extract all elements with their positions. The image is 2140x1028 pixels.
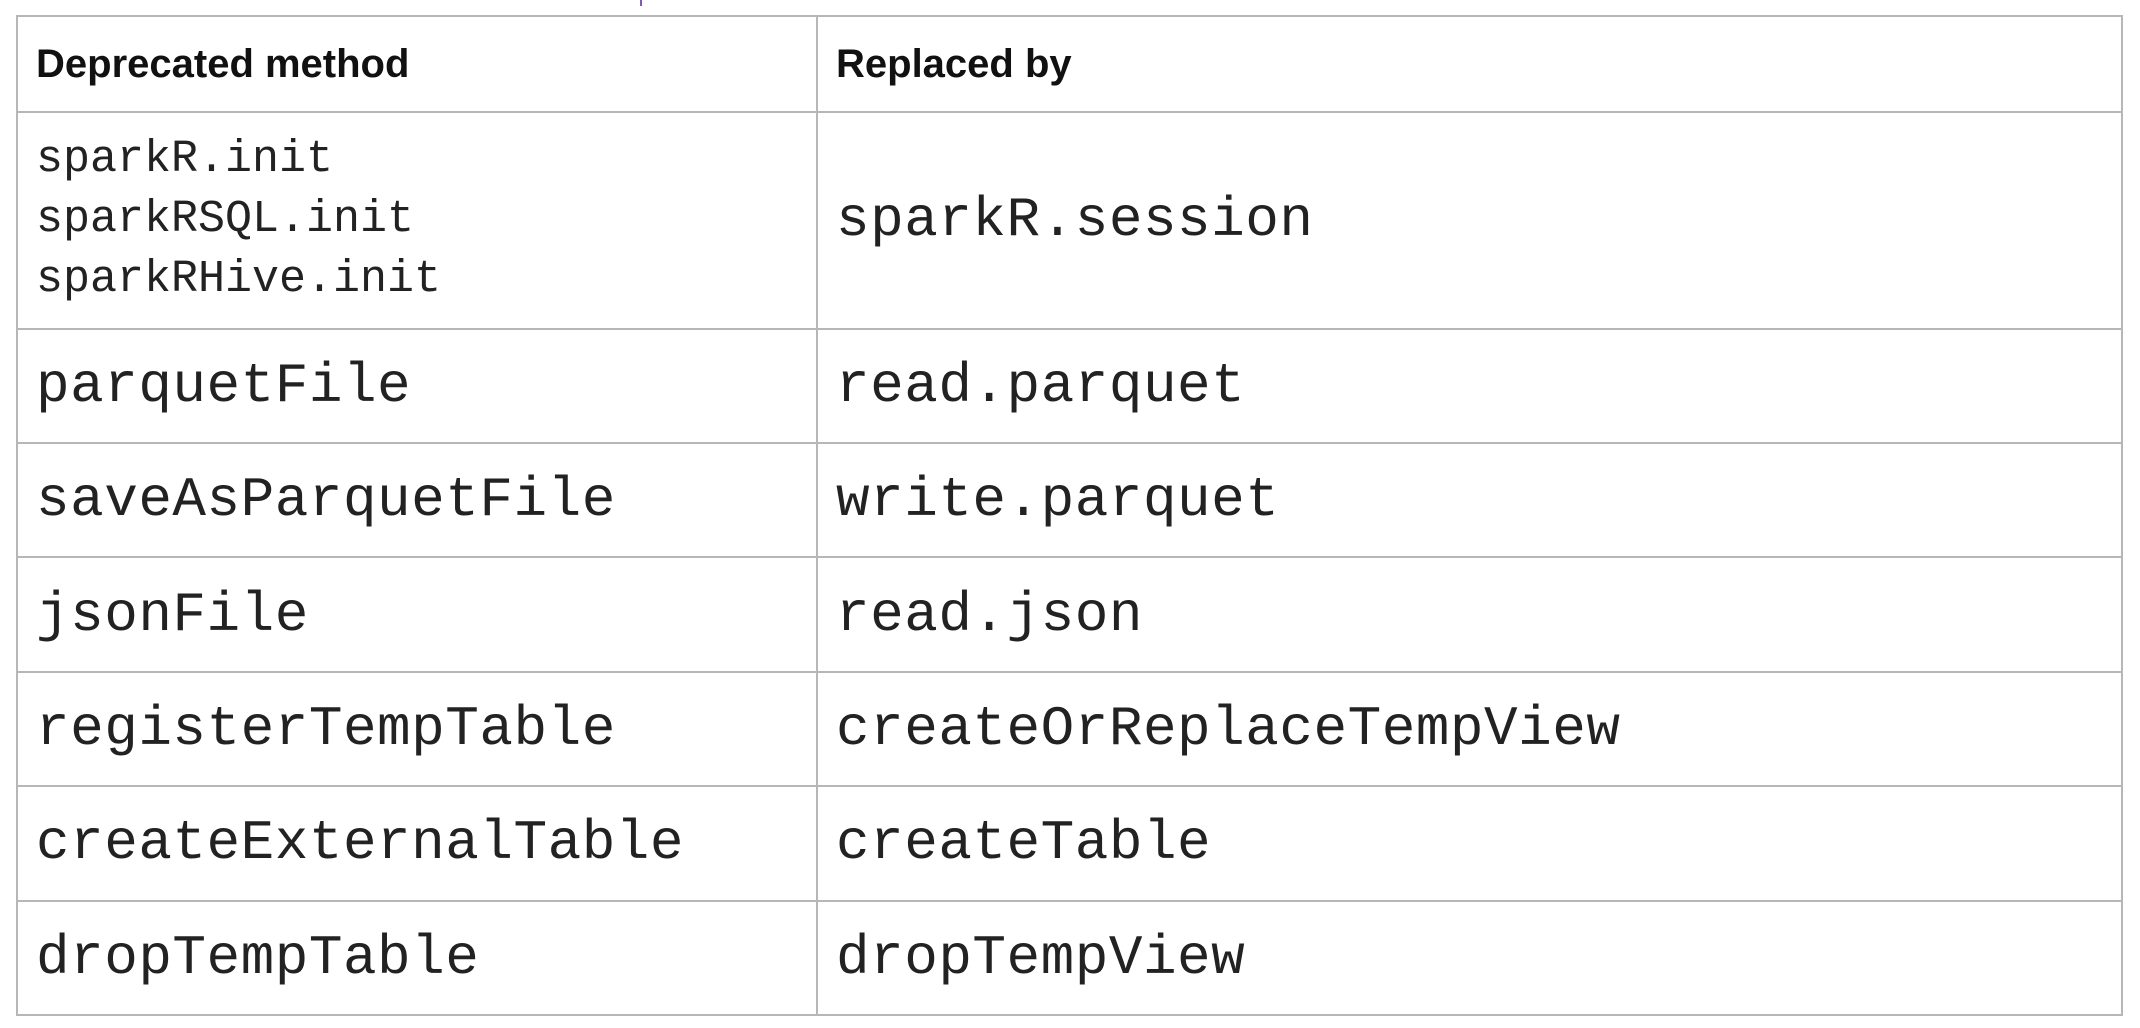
- table-row: registerTempTable createOrReplaceTempVie…: [16, 670, 2123, 788]
- replacement-cell: write.parquet: [816, 442, 2123, 559]
- deprecated-cell: dropTempTable: [16, 899, 818, 1017]
- top-accent-mark: [640, 0, 642, 6]
- replacement-cell: createOrReplaceTempView: [816, 670, 2123, 788]
- replacement-cell: sparkR.session: [816, 111, 2123, 330]
- deprecated-line: sparkRSQL.init: [36, 194, 415, 246]
- table-row: parquetFile read.parquet: [16, 327, 2123, 445]
- replacement-cell: createTable: [816, 785, 2123, 902]
- header-deprecated-method: Deprecated method: [16, 15, 818, 113]
- deprecated-cell: saveAsParquetFile: [16, 442, 818, 559]
- table-row: saveAsParquetFile write.parquet: [16, 442, 2123, 559]
- replacement-cell: dropTempView: [816, 899, 2123, 1017]
- table-row: dropTempTable dropTempView: [16, 899, 2123, 1017]
- table-row: jsonFile read.json: [16, 556, 2123, 673]
- deprecated-line: sparkRHive.init: [36, 254, 442, 306]
- deprecated-cell: registerTempTable: [16, 670, 818, 788]
- deprecated-line: sparkR.init: [36, 134, 334, 186]
- deprecated-cell: sparkR.init sparkRSQL.init sparkRHive.in…: [16, 111, 818, 330]
- deprecated-cell: createExternalTable: [16, 785, 818, 902]
- deprecated-cell: parquetFile: [16, 327, 818, 445]
- deprecated-cell: jsonFile: [16, 556, 818, 673]
- table-row: createExternalTable createTable: [16, 785, 2123, 902]
- deprecation-table: Deprecated method Replaced by sparkR.ini…: [16, 15, 2123, 1017]
- table-header-row: Deprecated method Replaced by: [16, 15, 2123, 113]
- replacement-cell: read.parquet: [816, 327, 2123, 445]
- table-row: sparkR.init sparkRSQL.init sparkRHive.in…: [16, 111, 2123, 330]
- header-replaced-by: Replaced by: [816, 15, 2123, 113]
- replacement-cell: read.json: [816, 556, 2123, 673]
